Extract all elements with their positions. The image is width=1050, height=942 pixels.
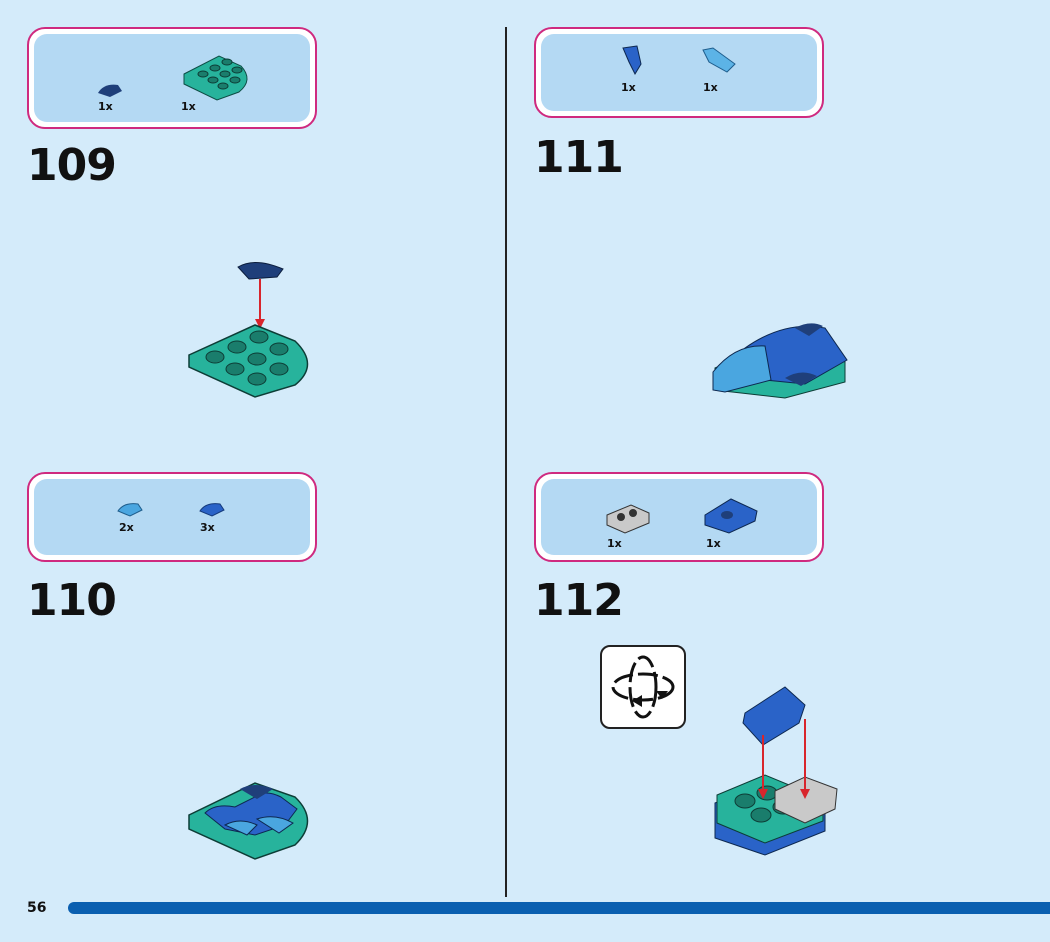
parts-box-112: 1x 1x (534, 472, 824, 562)
step-110-illustration (188, 782, 309, 860)
step-111-illustration (712, 323, 848, 399)
grey-clip-plate-part (606, 504, 650, 534)
step-number: 110 (27, 575, 117, 626)
parts-box-109: 1x 1x (27, 27, 317, 129)
parts-box-111: 1x 1x (534, 27, 824, 118)
step-number: 111 (534, 132, 624, 183)
step-109-illustration (188, 262, 309, 398)
part-qty: 1x (607, 537, 622, 550)
blue-tile-part (199, 503, 225, 517)
column-divider (505, 27, 507, 897)
step-112-illustration (714, 686, 838, 856)
part-qty: 1x (706, 537, 721, 550)
part-qty: 1x (98, 100, 113, 113)
page-number: 56 (27, 900, 47, 916)
light-blue-tile-part (117, 503, 143, 517)
blue-curved-slope-part (704, 498, 758, 534)
dark-blue-tile-part (98, 84, 122, 97)
step-number: 109 (27, 140, 117, 191)
part-qty: 2x (119, 521, 134, 534)
rotate-model-icon (600, 645, 686, 729)
part-qty: 1x (703, 81, 718, 94)
progress-bar (68, 902, 1050, 914)
light-blue-wedge-part (702, 47, 736, 73)
part-qty: 1x (181, 100, 196, 113)
part-qty: 1x (621, 81, 636, 94)
blue-wedge-part (622, 45, 642, 76)
step-number: 112 (534, 575, 624, 626)
parts-box-110: 2x 3x (27, 472, 317, 562)
part-qty: 3x (200, 521, 215, 534)
teal-plate-part (183, 55, 248, 101)
